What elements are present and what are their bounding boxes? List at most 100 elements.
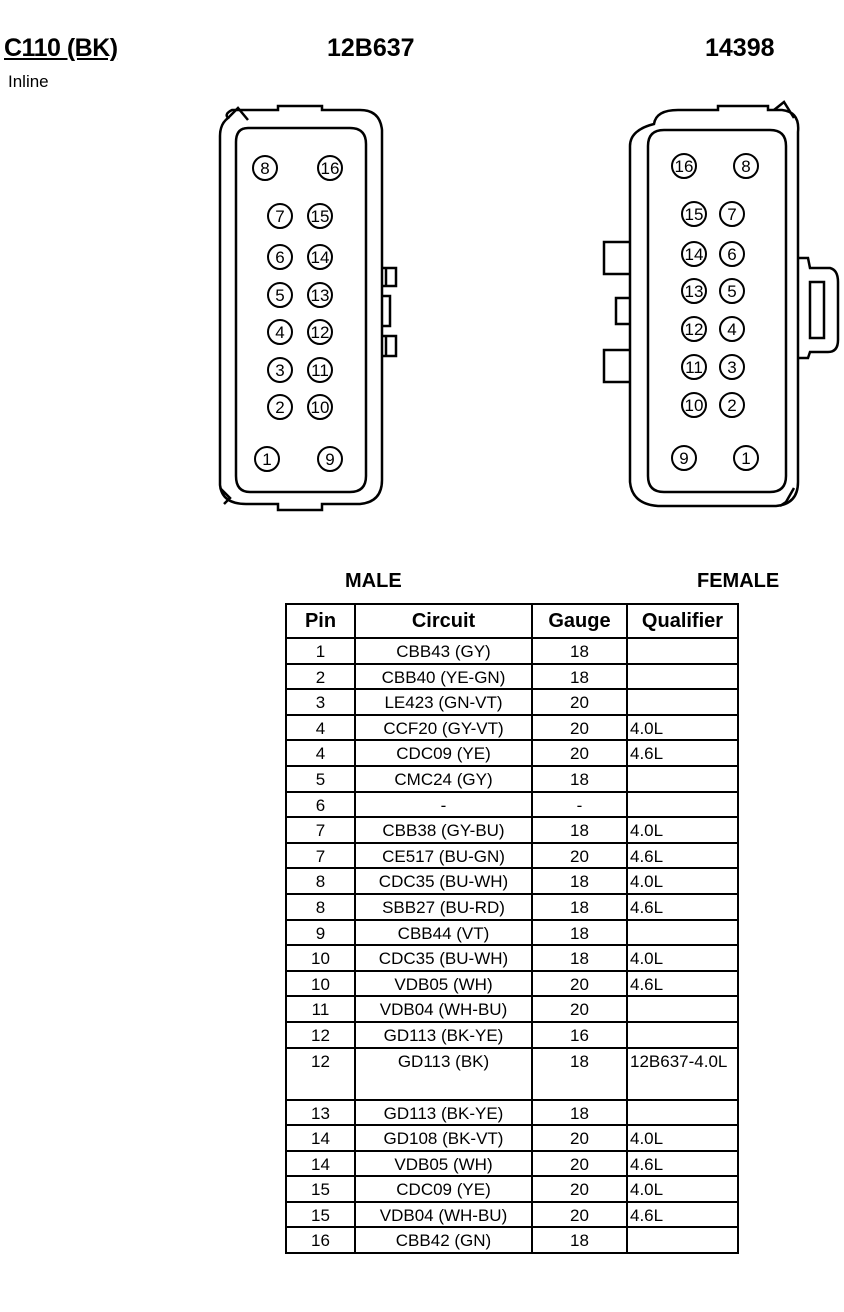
cell-circuit: CBB42 (GN)	[354, 1226, 533, 1255]
female-pin: 16	[671, 153, 697, 179]
cell-pin: 12	[285, 1020, 356, 1049]
male-pin: 8	[252, 155, 278, 181]
cell-circuit: GD113 (BK)	[354, 1046, 533, 1101]
cell-circuit: VDB04 (WH-BU)	[354, 1200, 533, 1229]
female-pin: 10	[681, 392, 707, 418]
male-shell-outer	[218, 104, 384, 512]
female-pin: 11	[681, 354, 707, 380]
male-pin-label: 6	[275, 248, 284, 267]
female-pin-label: 13	[685, 282, 704, 301]
female-pin-label: 7	[727, 205, 736, 224]
male-pin-label: 2	[275, 398, 284, 417]
female-pin-label: 3	[727, 358, 736, 377]
female-pin: 2	[719, 392, 745, 418]
cell-qualifier	[626, 790, 739, 819]
female-pin: 13	[681, 278, 707, 304]
cell-pin: 8	[285, 867, 356, 895]
cell-pin: 14	[285, 1149, 356, 1178]
male-pin-label: 13	[311, 286, 330, 305]
female-pin-label: 10	[685, 396, 704, 415]
cell-qualifier	[626, 662, 739, 691]
cell-qualifier: 4.6L	[626, 841, 739, 870]
male-pin: 15	[307, 203, 333, 229]
male-label: MALE	[345, 570, 402, 592]
cell-gauge: 20	[531, 969, 628, 998]
cell-pin: 8	[285, 892, 356, 921]
cell-circuit: VDB05 (WH)	[354, 969, 533, 998]
cell-qualifier	[626, 1020, 739, 1049]
female-pin-label: 6	[727, 245, 736, 264]
cell-gauge: 18	[531, 867, 628, 895]
cell-gauge: 20	[531, 841, 628, 870]
part-number-female: 14398	[705, 34, 775, 62]
cell-circuit: VDB05 (WH)	[354, 1149, 533, 1178]
cell-circuit: LE423 (GN-VT)	[354, 688, 533, 716]
cell-gauge: -	[531, 790, 628, 819]
cell-qualifier	[626, 637, 739, 665]
cell-qualifier: 4.0L	[626, 1175, 739, 1203]
male-pin-label: 3	[275, 361, 284, 380]
cell-pin: 15	[285, 1200, 356, 1229]
cell-pin: 9	[285, 918, 356, 947]
female-pin: 14	[681, 241, 707, 267]
male-pin-label: 5	[275, 286, 284, 305]
female-pin-label: 5	[727, 282, 736, 301]
female-pin-label: 11	[685, 358, 703, 377]
cell-gauge: 18	[531, 816, 628, 844]
male-pin-label: 4	[275, 323, 284, 342]
male-cavity	[234, 126, 368, 494]
cell-gauge: 18	[531, 1046, 628, 1101]
female-label: FEMALE	[697, 570, 780, 592]
female-cavity	[646, 128, 788, 494]
cell-gauge: 18	[531, 637, 628, 665]
male-pin: 10	[307, 394, 333, 420]
cell-qualifier: 4.6L	[626, 1200, 739, 1229]
female-pin: 1	[733, 445, 759, 471]
cell-qualifier	[626, 764, 739, 793]
cell-pin: 7	[285, 841, 356, 870]
cell-circuit: CMC24 (GY)	[354, 764, 533, 793]
female-pin: 7	[719, 201, 745, 227]
male-pin: 11	[307, 357, 333, 383]
header-gauge: Gauge	[531, 603, 628, 639]
male-pin-label: 11	[311, 361, 329, 380]
cell-pin: 14	[285, 1124, 356, 1152]
male-pin-label: 14	[311, 248, 330, 267]
female-pin: 9	[671, 445, 697, 471]
cell-circuit: GD108 (BK-VT)	[354, 1124, 533, 1152]
male-pin: 9	[317, 446, 343, 472]
cell-circuit: CCF20 (GY-VT)	[354, 713, 533, 742]
cell-circuit: CBB40 (YE-GN)	[354, 662, 533, 691]
cell-gauge: 18	[531, 764, 628, 793]
cell-pin: 6	[285, 790, 356, 819]
female-pin-label: 1	[741, 449, 750, 468]
male-pin-label: 12	[311, 323, 330, 342]
cell-gauge: 20	[531, 995, 628, 1023]
male-pin: 4	[267, 319, 293, 345]
cell-pin: 4	[285, 713, 356, 742]
cell-pin: 10	[285, 969, 356, 998]
male-pin-label: 10	[311, 398, 330, 417]
female-pin-label: 14	[685, 245, 704, 264]
male-pin: 6	[267, 244, 293, 270]
female-pin-label: 8	[741, 157, 750, 176]
cell-qualifier: 4.6L	[626, 1149, 739, 1178]
cell-gauge: 20	[531, 1175, 628, 1203]
cell-pin: 15	[285, 1175, 356, 1203]
female-pin-label: 15	[685, 205, 704, 224]
female-pin-label: 2	[727, 396, 736, 415]
cell-gauge: 18	[531, 1098, 628, 1127]
cell-qualifier: 4.0L	[626, 867, 739, 895]
male-pin-label: 16	[321, 159, 340, 178]
